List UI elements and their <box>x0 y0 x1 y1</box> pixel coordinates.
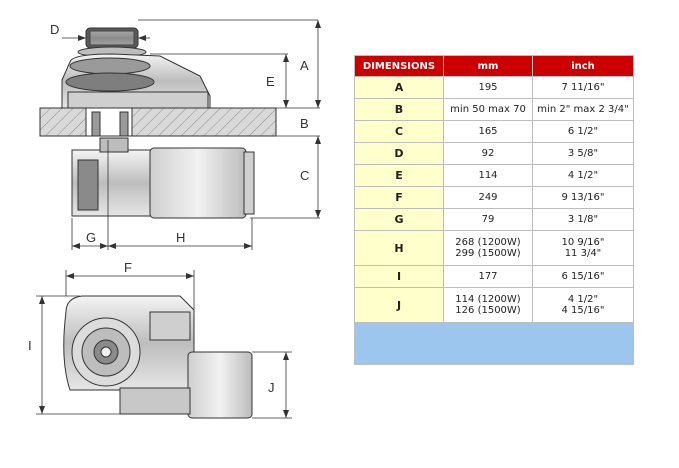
table-row: C 165 6 1/2" <box>354 120 634 143</box>
dim-label-b: B <box>300 116 309 131</box>
row-key: A <box>354 76 444 99</box>
row-mm-line: 126 (1500W) <box>455 305 521 316</box>
row-inch: 6 1/2" <box>532 120 634 143</box>
blank-row <box>354 322 634 344</box>
row-key: I <box>354 265 444 288</box>
row-inch: 7 11/16" <box>532 76 634 99</box>
table-row: F 249 9 13/16" <box>354 186 634 209</box>
row-key: E <box>354 164 444 187</box>
dim-label-d: D <box>50 22 59 37</box>
deck-section <box>39 107 277 137</box>
row-inch-line: 11 3/4" <box>564 248 602 259</box>
row-mm: 165 <box>443 120 533 143</box>
dim-label-j: J <box>268 380 275 395</box>
dim-label-f: F <box>124 260 132 275</box>
row-inch: 10 9/16" 11 3/4" <box>532 230 634 266</box>
row-key: H <box>354 230 444 266</box>
table-row: E 114 4 1/2" <box>354 164 634 187</box>
row-mm: min 50 max 70 <box>443 98 533 121</box>
row-inch-line: 4 1/2" <box>567 294 599 305</box>
row-mm: 79 <box>443 208 533 231</box>
row-mm-line: 114 (1200W) <box>455 294 521 305</box>
dim-label-a: A <box>300 58 309 73</box>
side-view <box>39 27 277 219</box>
dimensions-table: DIMENSIONS mm inch A 195 7 11/16" B min … <box>354 55 634 365</box>
front-motor <box>187 351 253 419</box>
row-mm-line: 268 (1200W) <box>455 237 521 248</box>
row-key: B <box>354 98 444 121</box>
row-mm: 92 <box>443 142 533 165</box>
header-mm: mm <box>443 55 533 77</box>
row-inch-line: 4 15/16" <box>561 305 605 316</box>
dim-label-e: E <box>266 74 275 89</box>
table-row: G 79 3 1/8" <box>354 208 634 231</box>
row-inch: 9 13/16" <box>532 186 634 209</box>
front-view <box>63 295 253 419</box>
row-inch: 3 5/8" <box>532 142 634 165</box>
table-row: A 195 7 11/16" <box>354 76 634 99</box>
row-mm: 268 (1200W) 299 (1500W) <box>443 230 533 266</box>
dim-label-i: I <box>28 338 32 353</box>
dim-label-h: H <box>176 230 185 245</box>
header-dimensions: DIMENSIONS <box>354 55 444 77</box>
row-key: F <box>354 186 444 209</box>
row-mm: 114 (1200W) 126 (1500W) <box>443 287 533 323</box>
row-mm-line: 299 (1500W) <box>455 248 521 259</box>
table-row: H 268 (1200W) 299 (1500W) 10 9/16" 11 3/… <box>354 230 634 266</box>
motor <box>149 147 247 219</box>
row-inch: min 2" max 2 3/4" <box>532 98 634 121</box>
dim-label-c: C <box>300 168 309 183</box>
header-inch: inch <box>532 55 634 77</box>
row-inch: 4 1/2" 4 15/16" <box>532 287 634 323</box>
table-row: B min 50 max 70 min 2" max 2 3/4" <box>354 98 634 121</box>
windlass-technical-drawing: D A E B C G H F I J <box>28 19 321 419</box>
row-mm: 249 <box>443 186 533 209</box>
row-inch: 4 1/2" <box>532 164 634 187</box>
row-key: D <box>354 142 444 165</box>
table-row: D 92 3 5/8" <box>354 142 634 165</box>
row-key: C <box>354 120 444 143</box>
row-mm: 177 <box>443 265 533 288</box>
row-mm: 195 <box>443 76 533 99</box>
table-header-row: DIMENSIONS mm inch <box>354 55 634 77</box>
row-inch: 6 15/16" <box>532 265 634 288</box>
row-inch-line: 10 9/16" <box>561 237 605 248</box>
table-row: I 177 6 15/16" <box>354 265 634 288</box>
blank-row <box>354 343 634 365</box>
row-inch: 3 1/8" <box>532 208 634 231</box>
row-key: G <box>354 208 444 231</box>
row-key: J <box>354 287 444 323</box>
dim-label-g: G <box>86 230 96 245</box>
dimension-lines-front <box>36 270 292 419</box>
row-mm: 114 <box>443 164 533 187</box>
table-row: J 114 (1200W) 126 (1500W) 4 1/2" 4 15/16… <box>354 287 634 323</box>
